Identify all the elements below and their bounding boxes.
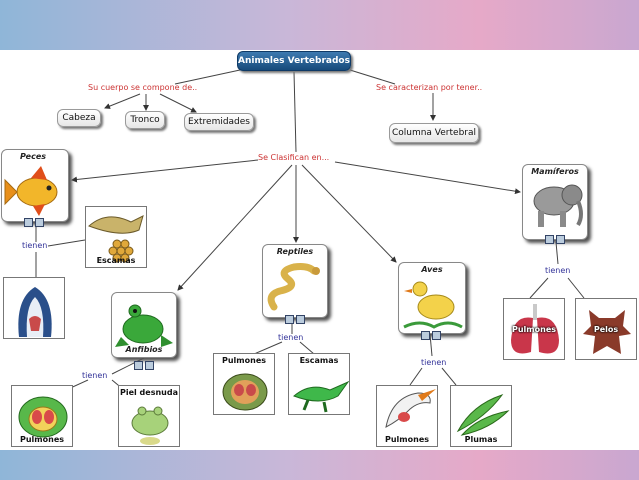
link-caracterizan: Se caracterizan por tener.. xyxy=(376,83,483,92)
lizard-icon xyxy=(293,380,350,413)
bird-lungs-icon xyxy=(385,389,436,428)
note-icon[interactable] xyxy=(35,218,44,227)
note-icon[interactable] xyxy=(145,361,154,370)
fish-scales-icon xyxy=(88,215,144,263)
trait-caption: Pulmones xyxy=(221,356,266,365)
link-compone: Su cuerpo se compone de.. xyxy=(88,83,198,92)
turtle-lungs-icon xyxy=(222,373,268,411)
class-title: Mamíferos xyxy=(531,167,579,176)
line-root-clasifican xyxy=(293,71,297,153)
link-tienen-peces: tienen xyxy=(22,241,48,250)
trait-pulmones-mamiferos[interactable]: Pulmones xyxy=(503,298,565,360)
image-icon[interactable] xyxy=(545,235,554,244)
fish-anatomy-icon xyxy=(18,287,52,337)
link-tienen-reptiles: tienen xyxy=(278,333,304,342)
mammal-lungs-icon xyxy=(511,304,559,354)
trait-caption: Pelos xyxy=(593,325,619,334)
bottom-gradient-band xyxy=(0,450,639,480)
trait-caption: Pulmones xyxy=(19,435,64,444)
link-tienen-aves: tienen xyxy=(421,358,447,367)
class-card-peces[interactable]: Peces xyxy=(1,149,69,227)
fish-icon xyxy=(4,166,58,216)
trait-caption: Plumas xyxy=(464,435,498,444)
top-gradient-band xyxy=(0,0,639,50)
trait-caption: Pulmones xyxy=(384,435,429,444)
node-tronco[interactable]: Tronco xyxy=(125,111,165,129)
trait-escamas-peces[interactable]: Escamas xyxy=(85,206,147,268)
class-card-anfibios[interactable]: Anfibios xyxy=(111,292,177,370)
trait-caption: Pulmones xyxy=(511,325,556,334)
line-root-compone xyxy=(174,69,241,85)
line-root-caracterizan xyxy=(349,69,396,85)
frog-lungs-icon xyxy=(18,396,68,438)
fish-anatomy-image[interactable] xyxy=(3,277,65,339)
note-icon[interactable] xyxy=(432,331,441,340)
node-columna-vertebral[interactable]: Columna Vertebral xyxy=(389,123,479,143)
trait-plumas[interactable]: Plumas xyxy=(450,385,512,447)
root-label: Animales Vertebrados xyxy=(238,56,350,66)
frog-icon xyxy=(115,304,173,347)
trait-caption: Piel desnuda xyxy=(120,388,178,397)
image-icon[interactable] xyxy=(134,361,143,370)
image-icon[interactable] xyxy=(421,331,430,340)
node-cabeza[interactable]: Cabeza xyxy=(57,109,101,127)
trait-caption: Escamas xyxy=(96,256,136,265)
link-clasifican: Se Clasifican en... xyxy=(258,153,330,162)
class-card-aves[interactable]: Aves xyxy=(398,262,466,340)
class-title: Anfibios xyxy=(125,345,163,354)
trait-piel-desnuda[interactable]: Piel desnuda xyxy=(118,385,180,447)
frog-skin-icon xyxy=(131,406,169,445)
trait-escamas-reptiles[interactable]: Escamas xyxy=(288,353,350,415)
trait-pelos[interactable]: Pelos xyxy=(575,298,637,360)
duck-icon xyxy=(403,281,463,329)
trait-caption: Escamas xyxy=(299,356,339,365)
class-card-reptiles[interactable]: Reptiles xyxy=(262,244,328,324)
trait-pulmones-anfibios[interactable]: Pulmones xyxy=(11,385,73,447)
link-tienen-anfibios: tienen xyxy=(82,371,108,380)
class-card-mamiferos[interactable]: Mamíferos xyxy=(522,164,588,244)
node-extremidades[interactable]: Extremidades xyxy=(184,113,254,131)
link-tienen-mamiferos: tienen xyxy=(545,266,571,275)
snake-icon xyxy=(267,263,320,311)
root-node[interactable]: Animales Vertebrados xyxy=(237,51,351,71)
image-icon[interactable] xyxy=(285,315,294,324)
note-icon[interactable] xyxy=(556,235,565,244)
fur-hide-icon xyxy=(583,310,631,354)
class-title: Reptiles xyxy=(276,247,314,256)
trait-pulmones-aves[interactable]: Pulmones xyxy=(376,385,438,447)
feathers-icon xyxy=(456,394,510,436)
image-icon[interactable] xyxy=(24,218,33,227)
trait-pulmones-reptiles[interactable]: Pulmones xyxy=(213,353,275,415)
note-icon[interactable] xyxy=(296,315,305,324)
class-title: Aves xyxy=(421,265,443,274)
class-title: Peces xyxy=(20,152,47,161)
elephant-icon xyxy=(533,184,583,227)
